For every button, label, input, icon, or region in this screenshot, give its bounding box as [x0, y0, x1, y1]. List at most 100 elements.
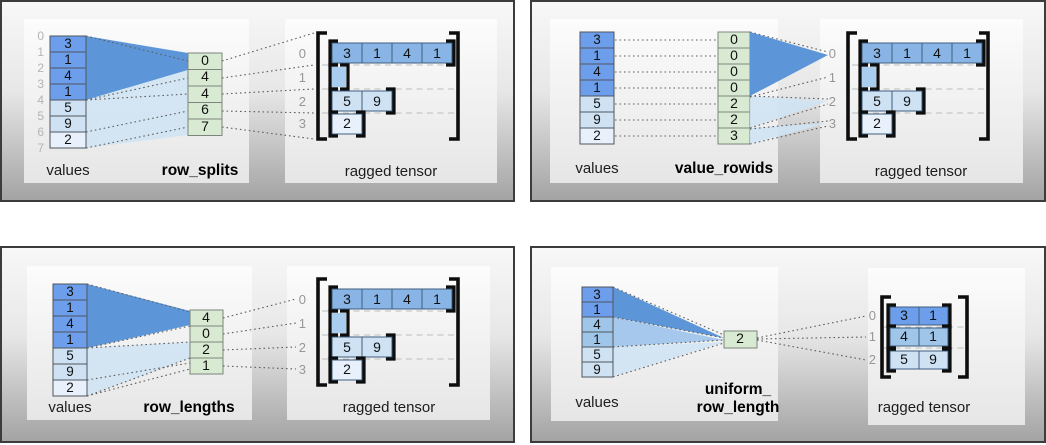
connector-lines-partition-to-tensor: [222, 298, 297, 370]
tensor-row-0: 3 1: [886, 303, 952, 329]
value-text: 2: [66, 380, 74, 395]
svg-text:7: 7: [37, 141, 44, 155]
value-text: 5: [66, 348, 74, 363]
value-text: 1: [64, 52, 72, 67]
panel-uniform-row-length: 3 1 4 1 5 9 2 0 1 2 3 1 4 1: [530, 246, 1046, 443]
value-text: 9: [593, 362, 601, 377]
tensor-row-1-empty: [328, 309, 350, 337]
row-index: 1: [869, 329, 876, 344]
svg-text:1: 1: [37, 45, 44, 59]
output-caption: ragged tensor: [345, 163, 438, 180]
partition-column: 0 4 4 6 7: [187, 52, 223, 136]
row-index: 0: [869, 308, 876, 323]
row-index: 2: [299, 94, 306, 109]
tensor-cell-text: 5: [900, 351, 908, 367]
row-index: 1: [299, 70, 306, 85]
values-column: 3 1 4 1 5 9 2: [49, 35, 87, 149]
outer-brackets: [316, 277, 460, 387]
funnel: [86, 36, 188, 148]
row-index: 3: [299, 362, 306, 377]
tensor-cell-text: 1: [433, 291, 441, 307]
values-caption: values: [575, 394, 618, 411]
partition-column: 2: [723, 330, 758, 349]
value-text: 9: [64, 116, 72, 131]
value-text: 4: [64, 68, 72, 83]
tensor-cell: [918, 350, 949, 370]
row-index: 1: [299, 316, 306, 331]
value-text: 1: [593, 80, 601, 95]
partition-text: 0: [730, 79, 738, 95]
value-text: 1: [64, 84, 72, 99]
value-text: 1: [593, 302, 601, 317]
partition-cell: [723, 330, 758, 349]
tensor-cell: [918, 327, 949, 347]
value-text: 3: [593, 287, 601, 302]
row-index: 2: [869, 352, 876, 367]
row-index: 1: [829, 70, 836, 85]
connector-lines-values-to-partition: [615, 39, 717, 137]
funnel: [613, 287, 724, 377]
tensor-row-1-empty: [328, 63, 350, 91]
funnel: [87, 284, 190, 396]
method-caption: row_lengths: [143, 399, 234, 416]
connector-lines-values-to-partition: [86, 283, 191, 397]
tensor-cell: [861, 113, 893, 135]
tensor-cell: [891, 90, 923, 112]
partition-text: 4: [201, 68, 209, 84]
tensor-row-1-empty: [858, 63, 880, 91]
values-column: 3 1 4 1 5 9 2: [52, 283, 88, 397]
ragged-tensor-matrix: 0 1 2 3 3 1 4 1 5 9: [299, 277, 460, 387]
tensor-cell-text: 9: [373, 93, 381, 109]
value-text: 5: [593, 96, 601, 111]
value-cell: [52, 379, 88, 397]
partition-text: 4: [201, 85, 209, 101]
connector-lines-partition-to-tensor: [749, 31, 829, 145]
partition-text: 0: [730, 63, 738, 79]
outer-brackets: [846, 31, 990, 141]
tensor-cell-text: 3: [343, 45, 351, 61]
outer-brackets: [316, 31, 460, 141]
partition-text: 0: [730, 47, 738, 63]
values-caption: values: [48, 399, 91, 416]
row-index: 3: [299, 116, 306, 131]
empty-row-cell: [861, 67, 876, 87]
tensor-cell: [421, 42, 453, 64]
row-index: 0: [299, 46, 306, 61]
tensor-row-3: 2: [328, 356, 366, 384]
tensor-row-0: 3 1 4 1: [328, 39, 456, 67]
partition-text: 6: [201, 101, 209, 117]
empty-row-cell: [331, 313, 346, 333]
tensor-cell-text: 2: [343, 361, 351, 377]
value-text: 1: [593, 48, 601, 63]
ragged-tensor-matrix: 0 1 2 3 3 1 4 1 5 9: [829, 31, 990, 141]
tensor-cell: [361, 336, 393, 358]
tensor-cell-text: 5: [343, 339, 351, 355]
output-caption: ragged tensor: [875, 163, 968, 180]
value-text: 4: [593, 64, 601, 79]
connector-lines-partition-to-tensor: [221, 32, 315, 140]
value-text: 3: [64, 36, 72, 51]
partition-text: 0: [202, 325, 210, 341]
partition-text: 4: [202, 309, 210, 325]
value-text: 5: [593, 347, 601, 362]
partition-text: 1: [202, 357, 210, 373]
tensor-cell-text: 3: [343, 291, 351, 307]
value-cell: [579, 127, 615, 145]
tensor-cell-text: 4: [403, 291, 411, 307]
value-text: 1: [66, 332, 74, 347]
svg-text:6: 6: [37, 125, 44, 139]
tensor-cell: [361, 90, 393, 112]
svg-text:5: 5: [37, 109, 44, 123]
tensor-cell-text: 3: [873, 45, 881, 61]
tensor-row-2: 5 9: [328, 333, 396, 361]
tensor-cell-text: 9: [929, 351, 937, 367]
partition-text: 2: [730, 111, 738, 127]
tensor-row-2: 5 9: [328, 87, 396, 115]
tensor-cell-text: 1: [929, 307, 937, 323]
tensor-cell-text: 4: [403, 45, 411, 61]
row-index: 0: [829, 46, 836, 61]
row-index: 2: [829, 94, 836, 109]
panel-value-rowids: 3 1 4 1 5 9 2 0 0 0 0 2 2 3 0 1 2 3: [530, 0, 1046, 202]
tensor-cell: [421, 288, 453, 310]
tensor-cell-text: 5: [343, 93, 351, 109]
